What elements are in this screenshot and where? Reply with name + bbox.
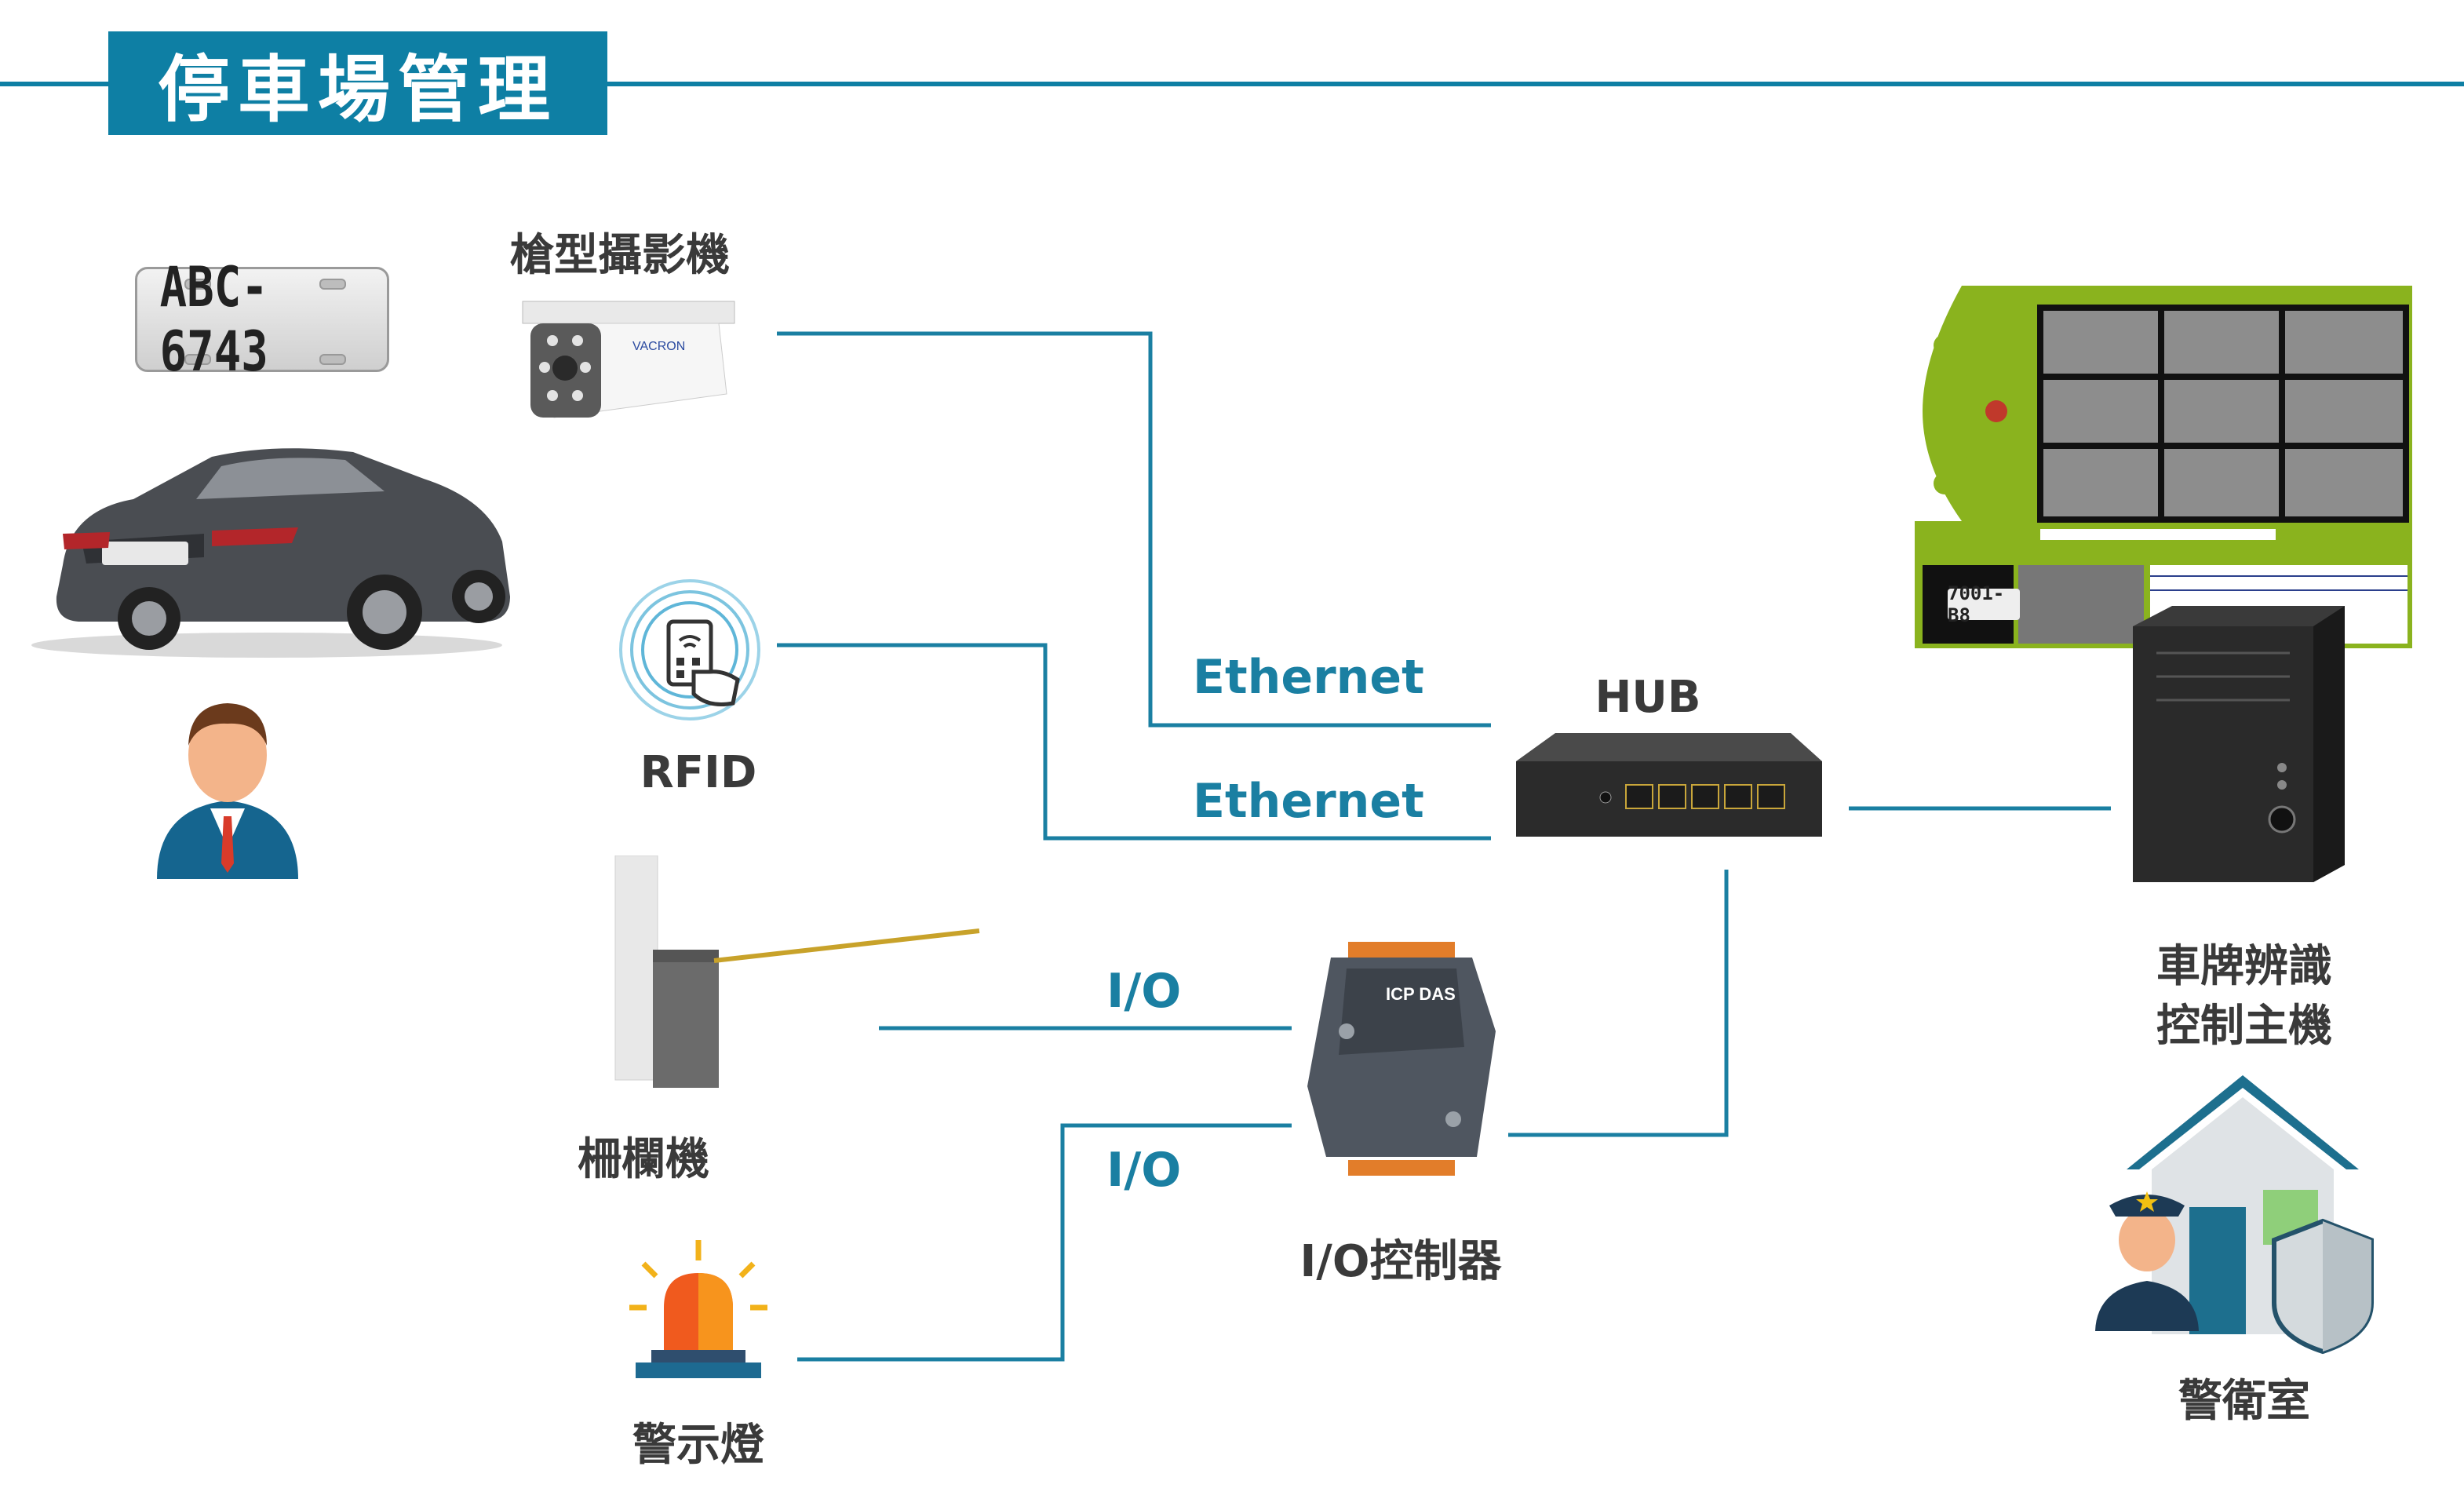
driver-icon (157, 703, 298, 879)
plate-hole (319, 279, 346, 290)
main-host-label-2: 控制主機 (2156, 1001, 2332, 1052)
alarm-light-icon (629, 1240, 767, 1378)
line-camera-hub (777, 331, 1491, 728)
barrier-label: 柵欄機 (578, 1134, 709, 1185)
svg-text:VACRON: VACRON (632, 340, 685, 353)
rfid-icon (619, 579, 760, 720)
title-banner: 停車場管理 (108, 31, 607, 135)
line-hub-io (1508, 870, 1729, 1137)
guard-room-label: 警衛室 (2178, 1376, 2310, 1427)
barrier-gate-icon (614, 855, 980, 1088)
ethernet-label-rfid: Ethernet (1193, 774, 1424, 829)
io-controller-icon: ICP DAS (1307, 942, 1496, 1176)
plate-hole (184, 279, 211, 290)
page-title: 停車場管理 (157, 47, 558, 132)
io-label-barrier: I/O (1106, 964, 1182, 1019)
plate-hole (319, 354, 346, 365)
car-icon (31, 448, 510, 658)
monitor-plate: 7001-B8 (1948, 582, 2020, 626)
alarm-label: 警示燈 (632, 1420, 764, 1471)
lpr-monitor: 7001-B8 (1915, 286, 2412, 648)
plate-number: ABC-6743 (159, 255, 268, 384)
pc-tower-icon (2133, 606, 2345, 882)
line-alarm-io (797, 1123, 1292, 1362)
lpr-screen (1915, 286, 2409, 644)
io-controller-label: I/O控制器 (1299, 1236, 1502, 1287)
network-hub-icon (1516, 733, 1822, 837)
ethernet-label-camera: Ethernet (1193, 650, 1424, 705)
plate-hole (184, 354, 211, 365)
svg-text:ICP DAS: ICP DAS (1386, 984, 1456, 1004)
camera-label: 槍型攝影機 (510, 230, 730, 281)
io-label-alarm: I/O (1106, 1143, 1182, 1198)
license-plate: ABC-6743 (135, 255, 389, 384)
line-rfid-hub (777, 643, 1491, 841)
guard-house-icon (2095, 1075, 2374, 1355)
hub-label: HUB (1595, 672, 1701, 723)
bullet-camera-icon: VACRON (522, 301, 735, 418)
header-rule (0, 82, 2464, 86)
main-host-label-1: 車牌辨識 (2156, 941, 2332, 992)
rfid-label: RFID (640, 747, 757, 798)
